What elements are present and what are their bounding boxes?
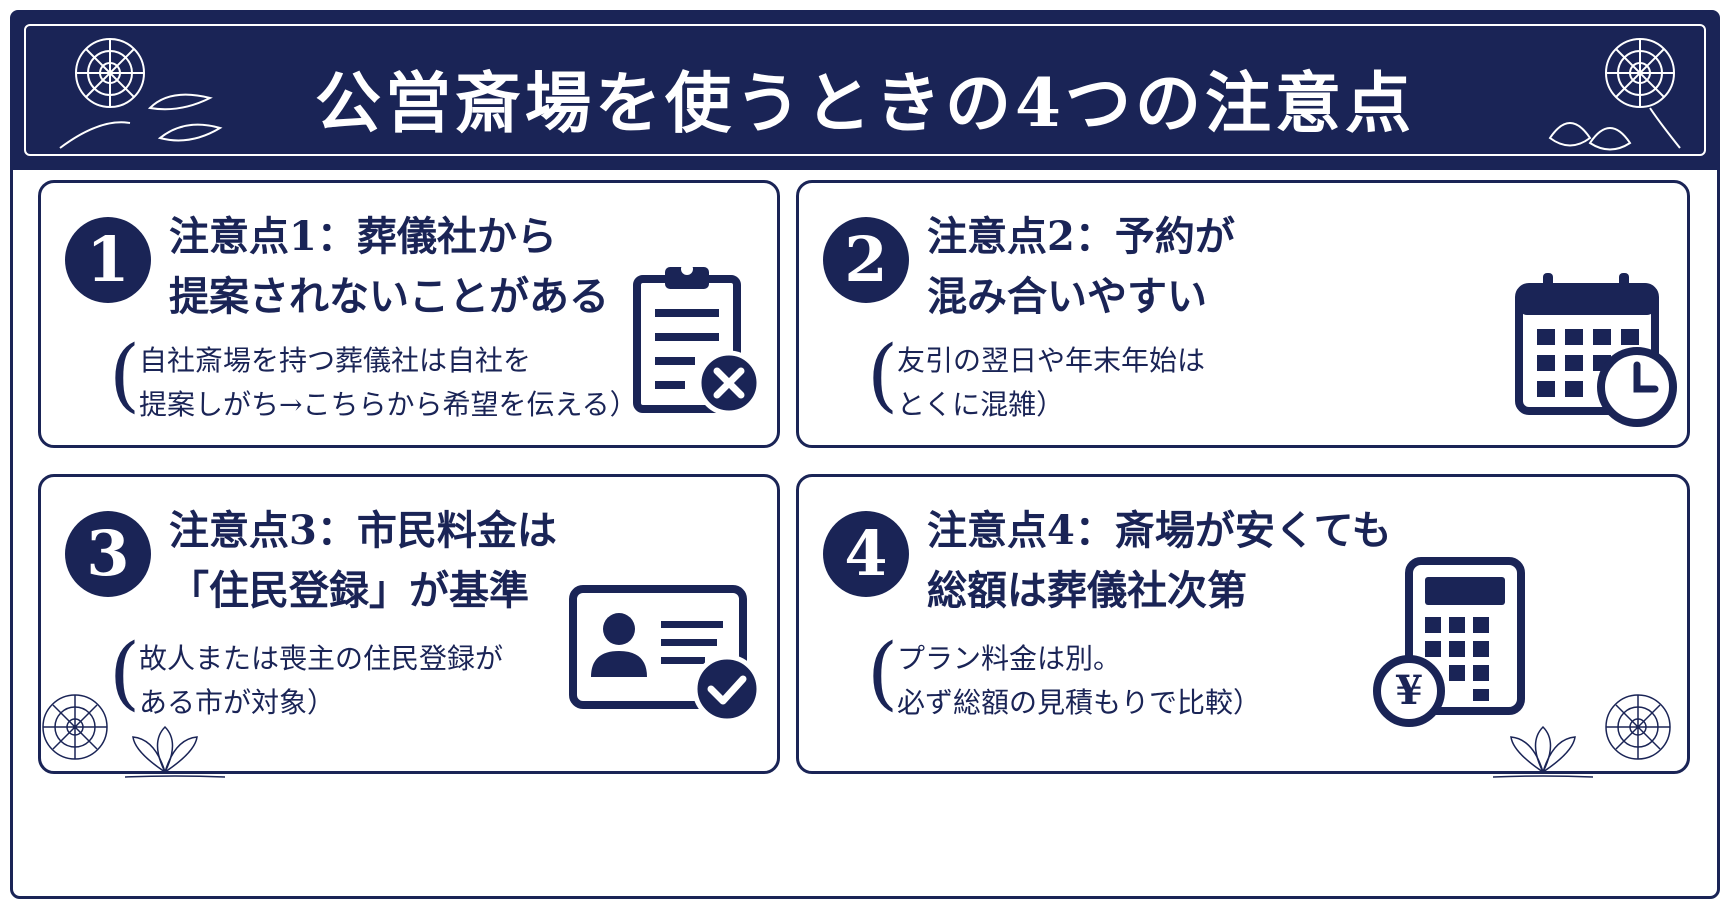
note-card-4: 4 注意点4：斎場が安くても 総額は葬儀社次第 ( プラン料金は別。 必ず総額の…: [796, 474, 1690, 778]
card-note-line2: 提案しがち→こちらから希望を伝える）: [139, 388, 638, 421]
card-note-line2: とくに混雑）: [897, 388, 1065, 421]
card-note-line1: プラン料金は別。: [897, 642, 1122, 675]
note-card-3: 3 注意点3：市民料金は 「住民登録」が基準 ( 故人または喪主の住民登録が あ…: [38, 474, 780, 778]
card-heading-line2: 「住民登録」が基準: [169, 567, 529, 614]
note-card-2: 2 注意点2：予約が 混み合いやすい ( 友引の翌日や年末年始は とくに混雑）: [796, 180, 1690, 448]
card-note-line1: 自社斎場を持つ葬儀社は自社を: [139, 344, 532, 377]
calendar-clock-icon: [1515, 273, 1677, 427]
card-note-line1: 友引の翌日や年末年始は: [897, 344, 1206, 377]
card-heading-line1: 注意点3：市民料金は: [169, 507, 557, 554]
id-card-check-icon: [569, 585, 762, 724]
card-heading-line1: 注意点4：斎場が安くても: [927, 507, 1392, 554]
open-paren: (: [867, 328, 899, 421]
chrysanthemum-icon: [1548, 38, 1681, 151]
card-note-line2: ある市が対象）: [139, 686, 336, 719]
chrysanthemum-icon: [42, 694, 226, 778]
yen-symbol: ¥: [1395, 667, 1423, 714]
card-heading-line1: 注意点1：葬儀社から: [169, 213, 557, 260]
note-card-1: 1 注意点1：葬儀社から 提案されないことがある ( 自社斎場を持つ葬儀社は自社…: [38, 180, 780, 448]
number-badge: 3: [65, 511, 151, 597]
number-badge: 2: [823, 217, 909, 303]
chrysanthemum-icon: [59, 38, 223, 149]
number-badge: 4: [823, 511, 909, 597]
open-paren: (: [867, 626, 899, 719]
card-note-line1: 故人または喪主の住民登録が: [139, 642, 504, 675]
header-banner: 公営斎場を使うときの4つの注意点: [10, 10, 1720, 170]
page-title: 公営斎場を使うときの4つの注意点: [315, 64, 1415, 142]
chrysanthemum-icon: [1492, 694, 1671, 778]
card-heading-line2: 提案されないことがある: [169, 273, 609, 320]
open-paren: (: [109, 626, 141, 719]
clipboard-x-icon: [633, 263, 762, 416]
open-paren: (: [109, 328, 141, 421]
card-heading-line2: 混み合いやすい: [927, 273, 1207, 320]
header-inner-border: [24, 24, 1706, 156]
calculator-icon: [1373, 557, 1525, 727]
number-badge: 1: [65, 217, 151, 303]
card-heading-line2: 総額は葬儀社次第: [927, 567, 1247, 614]
card-heading-line1: 注意点2：予約が: [927, 213, 1235, 260]
card-note-line2: 必ず総額の見積もりで比較）: [897, 686, 1262, 719]
